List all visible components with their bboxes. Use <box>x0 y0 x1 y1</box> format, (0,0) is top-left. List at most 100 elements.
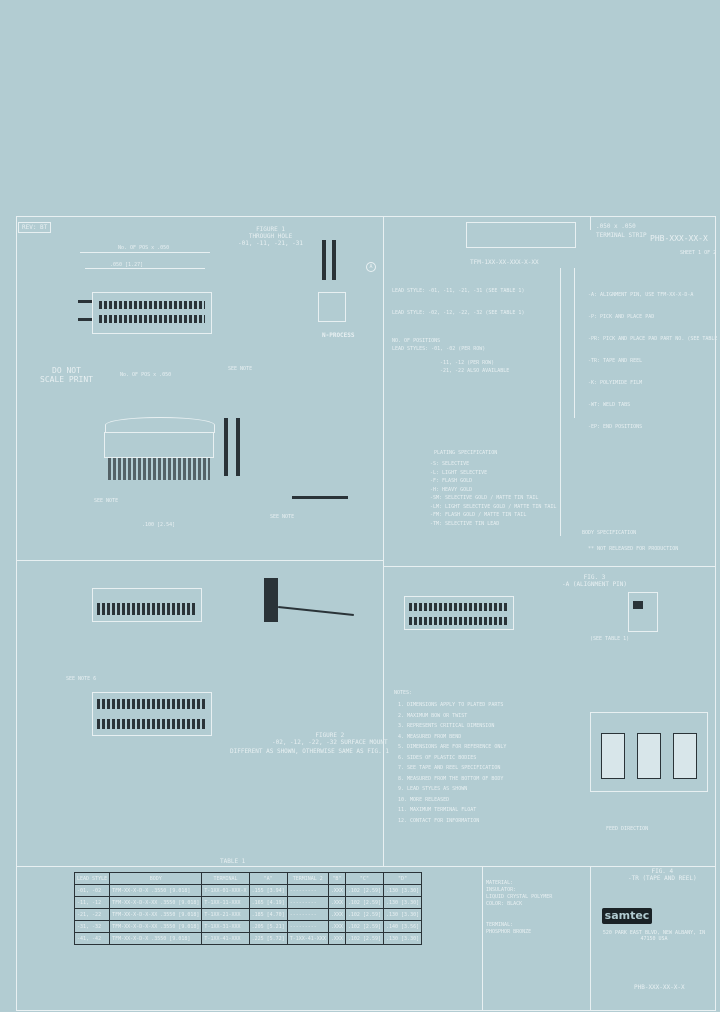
leader-line <box>574 268 575 418</box>
drawing-sheet <box>16 216 716 1011</box>
description-line1: .050 x .050 <box>596 223 636 230</box>
option-line: -PR: PICK AND PLACE PAD PART NO. (SEE TA… <box>588 336 720 342</box>
option-line: -K: POLYIMIDE FILM <box>588 380 643 386</box>
material-heading: MATERIAL: <box>486 880 514 886</box>
figure1-title-block: FIGURE 1 THROUGH HOLE -01, -11, -21, -31 <box>238 226 303 247</box>
table-cell: .XXX <box>327 896 346 909</box>
see-note-label: SEE NOTE <box>228 366 253 372</box>
pin-row-top <box>99 301 205 309</box>
table-cell: .102 [2.59] <box>344 932 385 945</box>
table-cell: .XXX <box>327 920 346 933</box>
do-not-scale-note: DO NOT SCALE PRINT <box>40 366 93 384</box>
table-cell: TFM-XX-X-D-X-XX .3550 [9.018] <box>109 896 203 909</box>
positions-line: NO. OF POSITIONS <box>392 338 441 344</box>
table-cell: T-1XX-41-XXX <box>201 932 250 945</box>
pins <box>409 603 509 611</box>
table-cell: -11, -12 <box>73 896 111 909</box>
note-item: 6. SIDES OF PLASTIC BODIES <box>398 754 477 761</box>
table-header: LEAD STYLE <box>73 872 111 885</box>
figure1-title: FIGURE 1 <box>256 226 285 233</box>
note-item: 1. DIMENSIONS APPLY TO PLATED PARTS <box>398 702 504 708</box>
material-block: MATERIAL: INSULATOR: LIQUID CRYSTAL POLY… <box>486 880 552 936</box>
note-item: 4. MEASURED FROM BEND <box>398 733 462 740</box>
divider <box>383 216 384 866</box>
table-cell: -01, -02 <box>73 884 111 897</box>
plating-option: -TM: SELECTIVE TIN LEAD <box>430 520 500 527</box>
divider <box>383 566 716 567</box>
plating-option: -FM: FLASH GOLD / MATTE TIN TAIL <box>430 512 527 518</box>
do-not-scale-line2: SCALE PRINT <box>40 375 93 384</box>
pin <box>633 601 643 609</box>
connector-top-view <box>92 292 212 334</box>
profile-lead <box>292 496 348 499</box>
plating-option: -L: LIGHT SELECTIVE <box>430 469 488 476</box>
notes-list: 1. DIMENSIONS APPLY TO PLATED PARTS 2. M… <box>398 700 506 826</box>
leader-line <box>560 268 561 536</box>
table-cell: .130 [3.30] <box>382 908 423 921</box>
option-line: -A: ALIGNMENT PIN, USE TFM-XX-X-D-A <box>588 292 694 298</box>
do-not-scale-line1: DO NOT <box>52 366 81 375</box>
company-address: 520 PARK EAST BLVD, NEW ALBANY, IN 47150… <box>602 930 706 942</box>
positions-line: LEAD STYLES: -01, -02 (PER ROW) <box>392 346 486 352</box>
part-code: TFM-1XX-XX-XXX-X-XX <box>470 259 539 266</box>
positions-line: -11, -12 (PER ROW) <box>440 360 495 366</box>
contact-arc <box>105 417 215 433</box>
note-item: 9. LEAD STYLES AS SHOWN <box>398 786 468 792</box>
table-cell: .102 [2.59] <box>344 908 385 921</box>
n-process-body <box>318 292 346 322</box>
table-cell: .102 [2.59] <box>344 920 385 933</box>
smt-bottom-view <box>92 692 212 736</box>
insulator-value: LIQUID CRYSTAL POLYMER <box>486 894 553 900</box>
figure3-title-block: FIG. 3 -A (ALIGNMENT PIN) <box>562 574 627 588</box>
alignment-pin-view <box>404 596 514 630</box>
table-header: "A" <box>248 872 288 885</box>
divider <box>482 866 483 1011</box>
table-header-row: LEAD STYLE BODY TERMINAL "A" TERMINAL 2 … <box>73 872 423 885</box>
tape-outline <box>590 712 708 792</box>
end-profile <box>236 418 240 476</box>
terminal-profile <box>322 240 326 280</box>
insulator-label: INSULATOR: <box>486 887 517 893</box>
table-cell: T-1XX-11-XXX <box>201 896 250 909</box>
table-cell: .XXX <box>327 884 346 897</box>
option-line: -EP: END POSITIONS <box>588 424 643 430</box>
table-header: TERMINAL 2 <box>286 872 329 885</box>
pins <box>409 617 509 625</box>
figure4-title-block: FIG. 4 -TR (TAPE AND REEL) <box>628 868 697 882</box>
option-line: -WT: WELD TABS <box>588 402 631 408</box>
samtec-logo: samtec <box>602 908 652 924</box>
figure2-subtitle: -02, -12, -22, -32 SURFACE MOUNT <box>272 739 388 746</box>
table-cell: .102 [2.59] <box>344 896 385 909</box>
note-item: 5. DIMENSIONS ARE FOR REFERENCE ONLY <box>398 744 507 750</box>
table-cell: --------- <box>286 896 329 909</box>
figure4-subtitle: -TR (TAPE AND REEL) <box>628 875 697 882</box>
table-cell: T-1XX-01-XXX-X <box>201 884 250 897</box>
note-item: 3. REPRESENTS CRITICAL DIMENSION <box>398 723 495 729</box>
table-cell: T-1XX-41-XXX <box>286 932 329 945</box>
table-cell: TFM-XX-X-D-X .3550 [9.018] <box>109 932 203 945</box>
dimension-line <box>80 252 210 253</box>
smt-pins <box>97 603 197 615</box>
table-cell: T-1XX-21-XXX <box>201 908 250 921</box>
note-item: 2. MAXIMUM BOW OR TWIST <box>398 712 468 719</box>
see-note-label: SEE NOTE <box>270 514 295 520</box>
lead-style-line: LEAD STYLE: -02, -12, -22, -32 (SEE TABL… <box>392 310 525 316</box>
table-cell: -31, -32 <box>73 920 111 933</box>
table-cell: .140 [3.56] <box>382 920 423 933</box>
table-cell: --------- <box>286 884 329 897</box>
callout-circle: A <box>366 262 376 272</box>
tape-pocket <box>601 733 625 779</box>
divider <box>16 866 716 867</box>
feed-direction-label: FEED DIRECTION <box>606 826 649 832</box>
table-cell: TFM-XX-X-D-X-XX .3550 [9.018] <box>109 920 203 933</box>
pin-row-bottom <box>99 315 205 323</box>
figure1-variants: -01, -11, -21, -31 <box>238 240 304 247</box>
table-cell: .130 [3.30] <box>382 932 423 945</box>
note-item: 8. MEASURED FROM THE BOTTOM OF BODY <box>398 775 504 782</box>
figure2-note: DIFFERENT AS SHOWN, OTHERWISE SAME AS FI… <box>230 748 389 755</box>
tape-pocket <box>673 733 697 779</box>
connector-side-view <box>104 417 215 458</box>
